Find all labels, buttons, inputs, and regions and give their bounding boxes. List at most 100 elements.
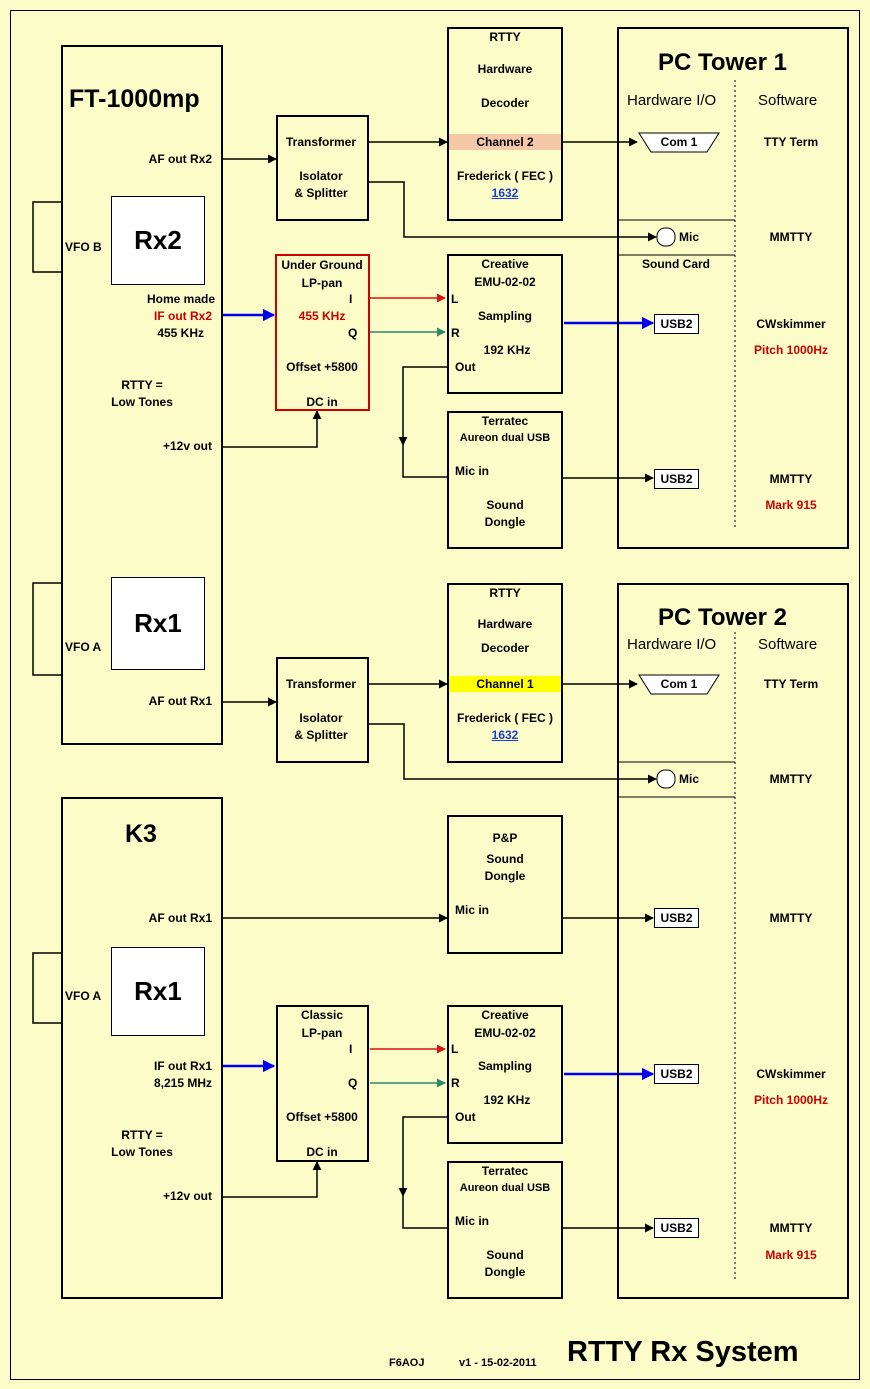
decoder-2-hardware: Hardware bbox=[477, 617, 533, 631]
decoder-1-decoder: Decoder bbox=[480, 96, 530, 110]
decoder-2-channel: Channel 1 bbox=[476, 677, 534, 691]
pc2-mmtty-1: MMTTY bbox=[769, 772, 813, 786]
ft-af-out-rx1-label: AF out Rx1 bbox=[148, 694, 212, 708]
lppan-ug-offset: Offset +5800 bbox=[286, 360, 358, 374]
pc2-tty-term: TTY Term bbox=[763, 677, 819, 691]
pc1-software-header: Software bbox=[758, 92, 818, 109]
decoder-1-model-link[interactable]: 1632 bbox=[491, 186, 519, 200]
mic-port-icon bbox=[656, 227, 676, 247]
pc-tower-2-title: PC Tower 2 bbox=[658, 604, 787, 631]
ft-home-made-label: Home made bbox=[146, 292, 215, 306]
k3-rx1-box: Rx1 bbox=[111, 947, 205, 1036]
decoder-2-frederick: Frederick ( FEC ) bbox=[456, 711, 554, 725]
footer-version: v1 - 15-02-2011 bbox=[459, 1357, 537, 1369]
lppan-cl-model: LP-pan bbox=[301, 1026, 343, 1040]
terratec-2-title: Terratec bbox=[481, 1164, 529, 1178]
transformer-2-isolator: Isolator bbox=[299, 711, 343, 725]
pc2-mic-port: Mic bbox=[679, 772, 700, 786]
pc1-hardware-io-header: Hardware I/O bbox=[627, 92, 717, 109]
lppan-cl-i: I bbox=[349, 1042, 353, 1056]
transformer-2-box bbox=[276, 657, 369, 763]
pp-title: P&P bbox=[492, 831, 518, 845]
pc1-tty-term: TTY Term bbox=[763, 135, 819, 149]
decoder-1-rtty: RTTY bbox=[489, 30, 521, 44]
terratec-1-title: Terratec bbox=[481, 414, 529, 428]
k3-low-tones-label: Low Tones bbox=[111, 1145, 173, 1159]
transformer-1-splitter: & Splitter bbox=[294, 186, 348, 200]
footer-title: RTTY Rx System bbox=[567, 1336, 799, 1368]
ft-if-out-rx2-label: IF out Rx2 bbox=[153, 309, 212, 323]
k3-af-out-label: AF out Rx1 bbox=[148, 911, 212, 925]
lppan-classic-box bbox=[276, 1005, 369, 1162]
decoder-2-rtty: RTTY bbox=[489, 586, 521, 600]
pp-sound-dongle-box bbox=[447, 815, 563, 954]
k3-box bbox=[61, 797, 223, 1299]
ft-af-out-rx2-label: AF out Rx2 bbox=[148, 152, 212, 166]
emu-2-r-input: R bbox=[451, 1076, 460, 1090]
transformer-1-isolator: Isolator bbox=[299, 169, 343, 183]
ft-vfo-b-label: VFO B bbox=[65, 240, 102, 254]
decoder-2-decoder: Decoder bbox=[480, 641, 530, 655]
ft-rx2-box: Rx2 bbox=[111, 196, 205, 285]
k3-12v-out-label: +12v out bbox=[162, 1189, 212, 1203]
lppan-ug-dc-in: DC in bbox=[306, 395, 338, 409]
ft-12v-out-label: +12v out bbox=[162, 439, 212, 453]
pc1-mmtty-1: MMTTY bbox=[769, 230, 813, 244]
terratec-2-box bbox=[447, 1161, 563, 1299]
terratec-1-box bbox=[447, 411, 563, 549]
channel-1-highlight bbox=[449, 676, 561, 692]
pc1-cwskimmer: CWskimmer bbox=[756, 317, 826, 331]
pc2-usb2-port-c: USB2 bbox=[654, 1218, 699, 1238]
emu-2-rate: 192 KHz bbox=[483, 1093, 531, 1107]
emu-2-creative: Creative bbox=[481, 1008, 529, 1022]
ft-if-freq-label: 455 KHz bbox=[157, 326, 204, 340]
k3-rtty-label: RTTY = bbox=[121, 1128, 163, 1142]
channel-2-highlight bbox=[449, 134, 561, 150]
pc1-sound-card: Sound Card bbox=[642, 257, 710, 271]
emu-1-box bbox=[447, 254, 563, 394]
k3-if-out-label: IF out Rx1 bbox=[153, 1059, 212, 1073]
ft-rx1-box: Rx1 bbox=[111, 577, 205, 670]
pc1-pitch: Pitch 1000Hz bbox=[753, 343, 829, 357]
footer-author: F6AOJ bbox=[389, 1357, 425, 1369]
ft1000mp-box bbox=[61, 45, 223, 745]
emu-2-model: EMU-02-02 bbox=[474, 1026, 536, 1040]
lppan-cl-q: Q bbox=[348, 1076, 358, 1090]
mic-port-icon bbox=[656, 769, 676, 789]
decoder-2-model-link[interactable]: 1632 bbox=[491, 728, 519, 742]
lppan-ug-i: I bbox=[349, 292, 353, 306]
pc1-usb2-port-b: USB2 bbox=[654, 469, 699, 489]
emu-2-sampling: Sampling bbox=[477, 1059, 533, 1073]
decoder-1-hardware: Hardware bbox=[477, 62, 533, 76]
pc-tower-1-box bbox=[617, 27, 849, 549]
ft1000mp-title: FT-1000mp bbox=[69, 85, 200, 113]
k3-if-freq-label: 8,215 MHz bbox=[153, 1076, 212, 1090]
terratec-1-model: Aureon dual USB bbox=[459, 432, 551, 444]
emu-1-creative: Creative bbox=[481, 257, 529, 271]
terratec-1-sound: Sound bbox=[486, 498, 524, 512]
terratec-1-mic-in: Mic in bbox=[455, 464, 490, 478]
terratec-2-model: Aureon dual USB bbox=[459, 1182, 551, 1194]
emu-1-out: Out bbox=[455, 360, 476, 374]
emu-1-l-input: L bbox=[451, 292, 459, 306]
pp-sound: Sound bbox=[486, 852, 524, 866]
pc1-mark: Mark 915 bbox=[765, 498, 817, 512]
lppan-underground-box bbox=[275, 254, 370, 411]
lppan-ug-title: Under Ground bbox=[281, 258, 363, 272]
ft-low-tones-label: Low Tones bbox=[111, 395, 173, 409]
diagram-frame bbox=[10, 10, 860, 1380]
pc2-mmtty-3: MMTTY bbox=[769, 1221, 813, 1235]
pc1-usb2-port-a: USB2 bbox=[654, 314, 699, 334]
emu-1-model: EMU-02-02 bbox=[474, 275, 536, 289]
pc2-pitch: Pitch 1000Hz bbox=[753, 1093, 829, 1107]
ft-vfo-a-label: VFO A bbox=[65, 640, 102, 654]
emu-1-sampling: Sampling bbox=[477, 309, 533, 323]
rtty-decoder-2-box bbox=[447, 583, 563, 763]
pc-tower-1-title: PC Tower 1 bbox=[658, 49, 787, 76]
pp-mic-in: Mic in bbox=[455, 903, 490, 917]
emu-1-rate: 192 KHz bbox=[483, 343, 531, 357]
terratec-1-dongle: Dongle bbox=[484, 515, 526, 529]
pc1-mic-port: Mic bbox=[679, 230, 700, 244]
emu-1-r-input: R bbox=[451, 326, 460, 340]
